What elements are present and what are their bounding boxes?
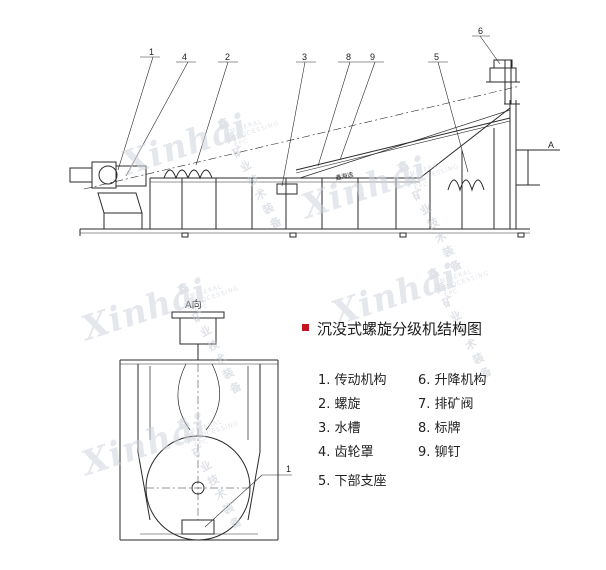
legend-item-5: 5. 下部支座: [318, 474, 387, 489]
legend-item-1: 1. 传动机构: [318, 373, 387, 388]
leader-5: 5: [434, 52, 439, 62]
leader-4: 4: [182, 52, 187, 62]
legend-item-2: 2. 螺旋: [318, 397, 361, 412]
section-leader-1: 1: [286, 464, 291, 474]
legend-item-7: 7. 排矿阀: [418, 397, 474, 412]
nameplate-text: 鑫海选: [335, 170, 354, 182]
legend-item-3: 3. 水槽: [318, 421, 361, 436]
leader-8: 8: [346, 52, 351, 62]
leader-2: 2: [225, 52, 230, 62]
legend-item-6: 6. 升降机构: [418, 373, 487, 388]
legend-bullet: [302, 324, 309, 331]
legend-item-4: 4. 齿轮罩: [318, 445, 374, 460]
leader-1: 1: [149, 47, 154, 57]
leader-9: 9: [370, 52, 375, 62]
legend-item-9: 9. 铆钉: [418, 445, 461, 460]
legend-item-8: 8. 标牌: [418, 421, 461, 436]
side-elevation: [69, 35, 560, 238]
direction-mark-a: A: [548, 140, 554, 150]
leader-3: 3: [302, 52, 307, 62]
legend-title: 沉没式螺旋分级机结构图: [302, 318, 482, 339]
end-view: [119, 311, 292, 541]
leader-6: 6: [478, 26, 483, 36]
view-label: A向: [185, 298, 202, 311]
